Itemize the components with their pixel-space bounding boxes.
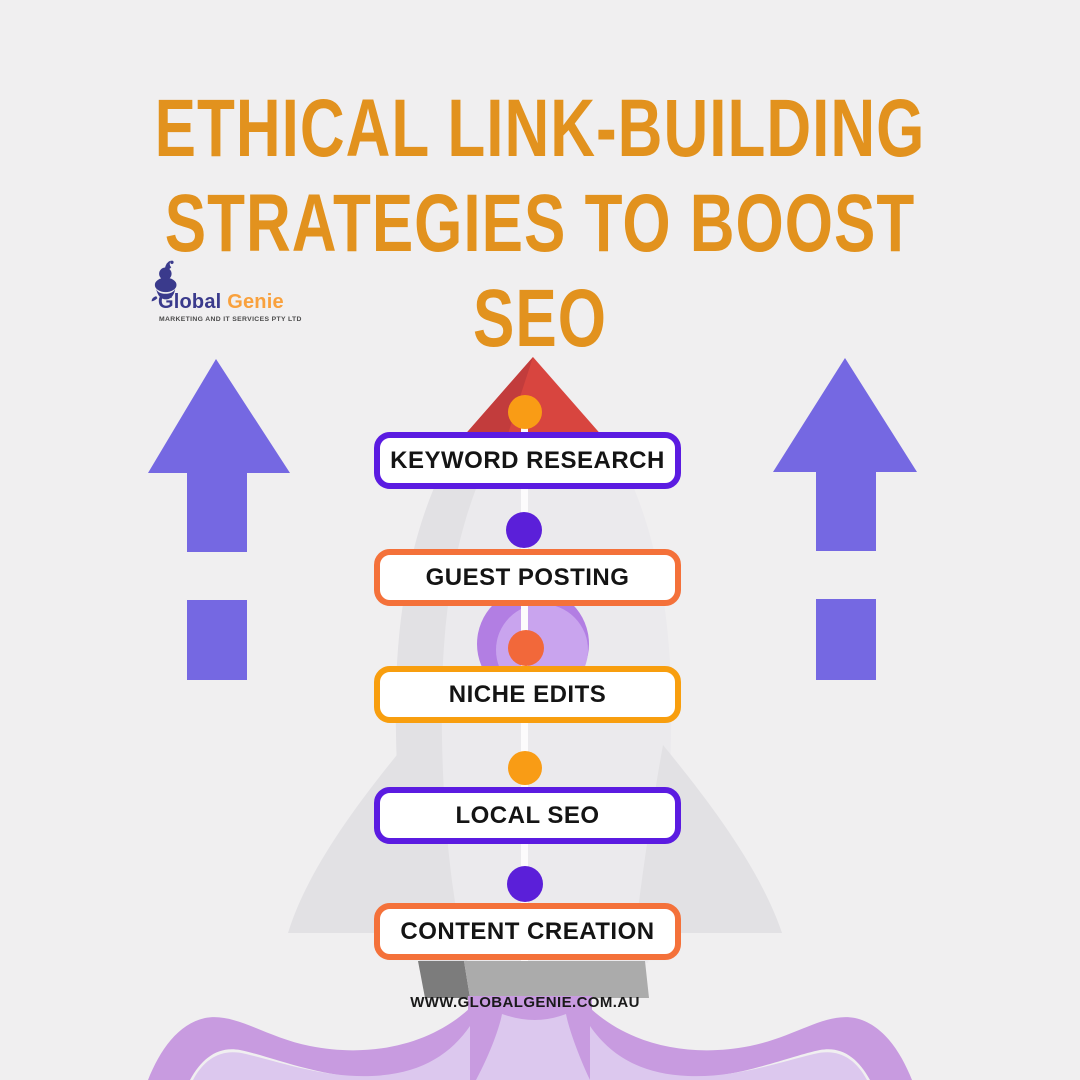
step-box-local-seo: LOCAL SEO [374, 787, 681, 844]
step-dot-3 [508, 630, 544, 666]
step-dot-5 [507, 866, 543, 902]
footer-website-url: WWW.GLOBALGENIE.COM.AU [410, 994, 640, 1011]
logo-tagline: MARKETING AND IT SERVICES PTY LTD [159, 316, 302, 323]
title-line-3: SEO [473, 273, 607, 365]
rocket-nozzle-shade [418, 961, 470, 998]
logo-wordmark-global: Global [158, 291, 222, 313]
page-title: ETHICAL LINK-BUILDING STRATEGIES TO BOOS… [0, 82, 1080, 367]
step-dot-1 [508, 395, 542, 429]
up-arrow-right [773, 358, 917, 680]
step-box-keyword-research: KEYWORD RESEARCH [374, 432, 681, 489]
genie-logo-icon [151, 260, 177, 302]
genie-smoke-torso-fill [476, 1014, 590, 1080]
genie-smoke-left-fill [193, 1026, 470, 1080]
step-box-niche-edits: NICHE EDITS [374, 666, 681, 723]
title-line-2: STRATEGIES TO BOOST [164, 178, 916, 270]
step-label: GUEST POSTING [425, 563, 630, 591]
title-line-1: ETHICAL LINK-BUILDING [154, 83, 926, 175]
step-label: LOCAL SEO [455, 801, 600, 829]
step-box-content-creation: CONTENT CREATION [374, 903, 681, 960]
step-box-guest-posting: GUEST POSTING [374, 549, 681, 606]
step-dot-2 [506, 512, 542, 548]
up-arrow-left [148, 359, 290, 680]
step-label: NICHE EDITS [448, 680, 607, 708]
logo-wordmark-genie: Genie [227, 291, 284, 313]
rocket-nose-shade [455, 357, 533, 446]
rocket-nozzle [464, 961, 649, 998]
up-arrow-left-head [148, 359, 290, 552]
brand-logo: Global Genie MARKETING AND IT SERVICES P… [148, 260, 308, 334]
genie-smoke-right-fill [590, 1026, 867, 1080]
step-label: CONTENT CREATION [400, 917, 655, 945]
up-arrow-right-base [816, 599, 876, 680]
step-label: KEYWORD RESEARCH [390, 446, 665, 474]
genie-smoke-right-band [590, 1008, 912, 1080]
step-dot-4 [508, 751, 542, 785]
up-arrow-right-head [773, 358, 917, 551]
up-arrow-left-base [187, 600, 247, 680]
genie-smoke-left-band [148, 1008, 470, 1080]
logo-wordmark: Global Genie [158, 291, 284, 314]
